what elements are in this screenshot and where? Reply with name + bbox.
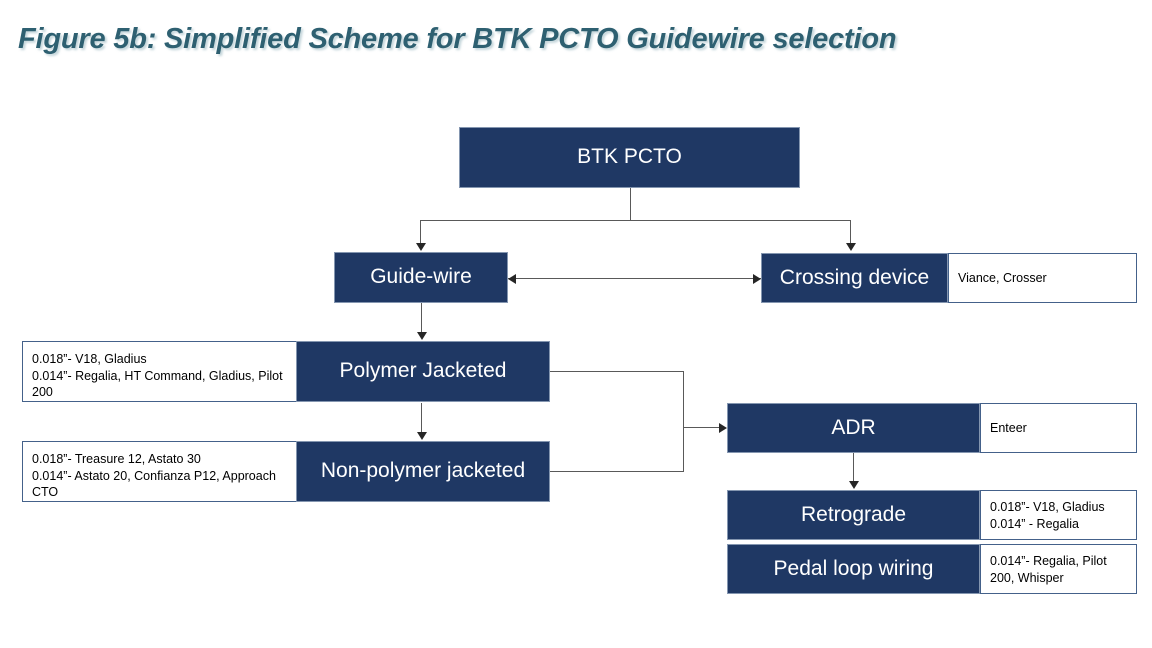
- arrowhead-toward-crossing-device: [753, 274, 761, 284]
- node-polymer-jacketed[interactable]: Polymer Jacketed: [296, 341, 550, 402]
- connector-polymer-to-rail: [550, 371, 683, 372]
- connector-polymer-to-non-polymer: [421, 403, 422, 433]
- page-title: Figure 5b: Simplified Scheme for BTK PCT…: [18, 23, 897, 55]
- node-crossing-device[interactable]: Crossing device: [761, 253, 948, 303]
- connector-guidewire-crossing-device: [508, 278, 761, 279]
- connector-rail-to-adr: [683, 427, 723, 428]
- note-retrograde-wires: 0.018”- V18, Gladius 0.014” - Regalia: [980, 490, 1137, 540]
- connector-root-to-guidewire: [420, 220, 421, 244]
- node-retrograde[interactable]: Retrograde: [727, 490, 980, 540]
- note-adr-devices: Enteer: [980, 403, 1137, 453]
- note-polymer-jacketed-wires: 0.018”- V18, Gladius 0.014”- Regalia, HT…: [22, 341, 300, 402]
- node-non-polymer-jacketed[interactable]: Non-polymer jacketed: [296, 441, 550, 502]
- connector-root-stem: [630, 188, 631, 221]
- arrowhead-to-non-polymer: [417, 432, 427, 440]
- node-guide-wire[interactable]: Guide-wire: [334, 252, 508, 303]
- connector-merge-rail: [683, 371, 684, 472]
- arrowhead-to-adr: [719, 423, 727, 433]
- arrowhead-to-crossing-device: [846, 243, 856, 251]
- arrowhead-to-retrograde: [849, 481, 859, 489]
- connector-root-fork-bar: [420, 220, 851, 221]
- arrowhead-to-guidewire: [416, 243, 426, 251]
- arrowhead-to-polymer: [417, 332, 427, 340]
- note-non-polymer-jacketed-wires: 0.018”- Treasure 12, Astato 30 0.014”- A…: [22, 441, 300, 502]
- note-pedal-loop-wiring-wires: 0.014”- Regalia, Pilot 200, Whisper: [980, 544, 1137, 594]
- node-adr[interactable]: ADR: [727, 403, 980, 453]
- node-pedal-loop-wiring[interactable]: Pedal loop wiring: [727, 544, 980, 594]
- connector-adr-to-retrograde: [853, 453, 854, 482]
- note-crossing-device-devices: Viance, Crosser: [948, 253, 1137, 303]
- connector-root-to-crossing-device: [850, 220, 851, 244]
- connector-guidewire-to-polymer: [421, 303, 422, 333]
- connector-non-polymer-to-rail: [550, 471, 683, 472]
- node-btk-pcto[interactable]: BTK PCTO: [459, 127, 800, 188]
- arrowhead-toward-guidewire: [508, 274, 516, 284]
